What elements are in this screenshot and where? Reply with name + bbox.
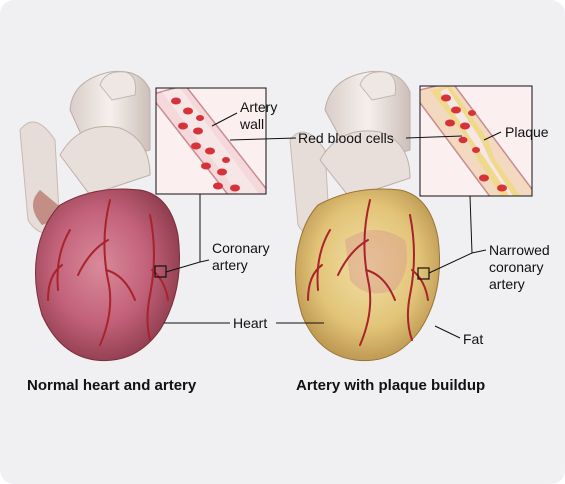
artery-wall-label: Artery wall bbox=[240, 99, 278, 132]
leader-lines bbox=[164, 112, 502, 339]
normal-heart bbox=[19, 70, 180, 362]
plaque-label: Plaque bbox=[505, 124, 549, 140]
narrowed-coronary-artery-label: Narrowed coronary artery bbox=[489, 242, 550, 292]
red-blood-cells-label: Red blood cells bbox=[298, 130, 394, 146]
plaque-artery-inset bbox=[419, 85, 533, 197]
plaque-heart-caption: Artery with plaque buildup bbox=[296, 377, 486, 394]
heart-label: Heart bbox=[233, 315, 268, 331]
normal-heart-caption: Normal heart and artery bbox=[27, 377, 197, 394]
fat-label: Fat bbox=[463, 331, 484, 347]
normal-artery-inset bbox=[155, 87, 267, 195]
plaque-heart bbox=[289, 70, 441, 362]
coronary-artery-label: Coronary artery bbox=[212, 240, 270, 273]
